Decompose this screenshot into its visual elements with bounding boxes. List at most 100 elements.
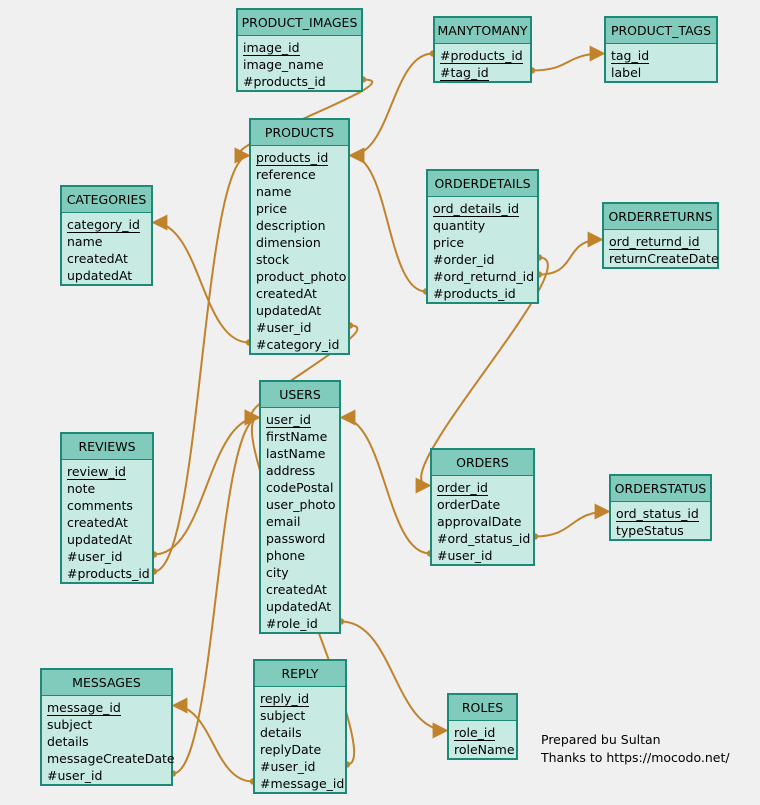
attribute-row[interactable]: updatedAt — [67, 531, 152, 548]
attribute-row[interactable]: dimension — [256, 234, 348, 251]
attribute-row[interactable]: messageCreateDate — [47, 750, 175, 767]
attribute-row[interactable]: details — [260, 724, 345, 741]
attribute-row[interactable]: quantity — [433, 217, 537, 234]
attribute-row[interactable]: stock — [256, 251, 348, 268]
attribute-row[interactable]: name — [67, 233, 151, 250]
attribute-row[interactable]: updatedAt — [266, 598, 339, 615]
attribute-row[interactable]: createdAt — [67, 250, 151, 267]
entity-title: MANYTOMANY — [435, 18, 530, 44]
entity-manytomany[interactable]: MANYTOMANY #products_id#tag_id — [433, 16, 532, 83]
attribute-row[interactable]: subject — [260, 707, 345, 724]
attribute-row[interactable]: createdAt — [256, 285, 348, 302]
attribute-row[interactable]: #products_id — [243, 73, 361, 90]
attribute-row[interactable]: image_id — [243, 39, 361, 56]
attribute-row[interactable]: product_photo — [256, 268, 348, 285]
attribute-row[interactable]: note — [67, 480, 152, 497]
attribute-row[interactable]: #products_id — [433, 285, 537, 302]
attribute-row[interactable]: category_id — [67, 216, 151, 233]
attribute-row[interactable]: #products_id — [67, 565, 152, 582]
entity-title: ORDERDETAILS — [428, 171, 537, 197]
attribute-row[interactable]: password — [266, 530, 339, 547]
attribute-row[interactable]: order_id — [437, 479, 533, 496]
attribute-row[interactable]: phone — [266, 547, 339, 564]
attribute-row[interactable]: approvalDate — [437, 513, 533, 530]
attribute-row[interactable]: ord_details_id — [433, 200, 537, 217]
attribute-row[interactable]: label — [611, 64, 716, 81]
attribute-row[interactable]: orderDate — [437, 496, 533, 513]
attribute-row[interactable]: #tag_id — [440, 64, 530, 81]
attribute-row[interactable]: city — [266, 564, 339, 581]
attribute-row[interactable]: returnCreateDate — [609, 250, 719, 267]
attribute-row[interactable]: subject — [47, 716, 171, 733]
attribute-row[interactable]: address — [266, 462, 339, 479]
attribute-row[interactable]: description — [256, 217, 348, 234]
attribute-name: createdAt — [67, 251, 128, 266]
attribute-row[interactable]: image_name — [243, 56, 361, 73]
attribute-name: #user_id — [260, 759, 316, 774]
attribute-row[interactable]: #ord_status_id — [437, 530, 533, 547]
attribute-name: name — [256, 184, 292, 199]
attribute-row[interactable]: #user_id — [260, 758, 345, 775]
attribute-row[interactable]: #user_id — [256, 319, 348, 336]
attribute-row[interactable]: user_photo — [266, 496, 339, 513]
attribute-row[interactable]: message_id — [47, 699, 171, 716]
attribute-row[interactable]: updatedAt — [67, 267, 151, 284]
attribute-row[interactable]: name — [256, 183, 348, 200]
attribute-row[interactable]: codePostal — [266, 479, 339, 496]
attribute-name: comments — [67, 498, 133, 513]
attribute-name: note — [67, 481, 96, 496]
attribute-row[interactable]: firstName — [266, 428, 339, 445]
attribute-row[interactable]: #role_id — [266, 615, 339, 632]
attribute-row[interactable]: reply_id — [260, 690, 345, 707]
attribute-name: reply_id — [260, 691, 310, 707]
attribute-row[interactable]: createdAt — [67, 514, 152, 531]
attribute-row[interactable]: roleName — [454, 741, 516, 758]
attribute-row[interactable]: user_id — [266, 411, 339, 428]
attribute-row[interactable]: #products_id — [440, 47, 530, 64]
attribute-row[interactable]: email — [266, 513, 339, 530]
attribute-row[interactable]: details — [47, 733, 171, 750]
attribute-row[interactable]: price — [433, 234, 537, 251]
attribute-row[interactable]: #user_id — [437, 547, 533, 564]
attribute-row[interactable]: #message_id — [260, 775, 345, 792]
attribute-row[interactable]: reference — [256, 166, 348, 183]
attribute-row[interactable]: #user_id — [67, 548, 152, 565]
attribute-row[interactable]: #category_id — [256, 336, 348, 353]
attribute-row[interactable]: createdAt — [266, 581, 339, 598]
attribute-row[interactable]: lastName — [266, 445, 339, 462]
attribute-row[interactable]: tag_id — [611, 47, 716, 64]
attribute-row[interactable]: comments — [67, 497, 152, 514]
attribute-row[interactable]: #order_id — [433, 251, 537, 268]
attribute-name: description — [256, 218, 326, 233]
attribute-row[interactable]: role_id — [454, 724, 516, 741]
attribute-name: phone — [266, 548, 306, 563]
attribute-row[interactable]: ord_status_id — [616, 505, 710, 522]
attribute-row[interactable]: #user_id — [47, 767, 171, 784]
attribute-row[interactable]: #ord_returnd_id — [433, 268, 537, 285]
attribute-row[interactable]: price — [256, 200, 348, 217]
attribute-row[interactable]: review_id — [67, 463, 152, 480]
attribute-row[interactable]: ord_returnd_id — [609, 233, 717, 250]
attribute-row[interactable]: replyDate — [260, 741, 345, 758]
attribute-row[interactable]: products_id — [256, 149, 348, 166]
attribute-name: #user_id — [67, 549, 123, 564]
entity-title: ROLES — [449, 695, 516, 721]
attribute-row[interactable]: updatedAt — [256, 302, 348, 319]
attribute-row[interactable]: typeStatus — [616, 522, 710, 539]
attribute-name: #message_id — [260, 776, 345, 791]
